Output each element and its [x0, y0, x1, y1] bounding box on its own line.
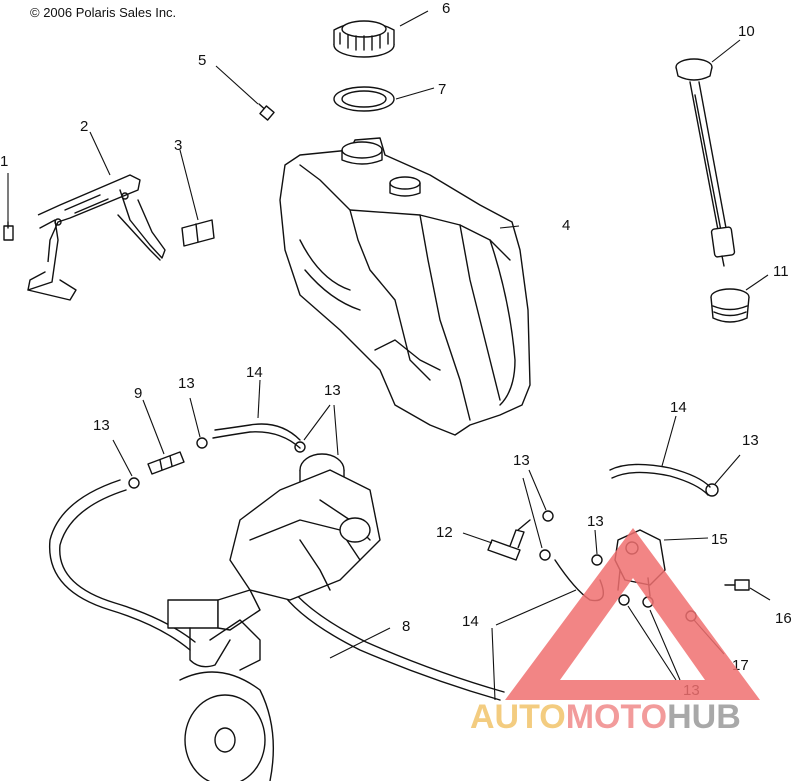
- callout-8: 8: [402, 618, 410, 635]
- callout-13-e: 13: [587, 513, 604, 530]
- copyright-text: © 2006 Polaris Sales Inc.: [30, 5, 176, 20]
- callout-13-d: 13: [513, 452, 530, 469]
- callout-12: 12: [436, 524, 453, 541]
- callout-4: 4: [562, 217, 570, 234]
- watermark-auto: AUTO: [470, 698, 566, 736]
- t-fitting: [487, 519, 531, 561]
- carburetor: [167, 453, 381, 671]
- callout-1: 1: [0, 153, 8, 170]
- cap-gasket: [333, 86, 395, 112]
- callout-13-a: 13: [178, 375, 195, 392]
- callout-10: 10: [738, 23, 755, 40]
- fuel-tank: [279, 137, 531, 436]
- fuel-filter: [147, 451, 185, 475]
- callout-7: 7: [438, 81, 446, 98]
- svg-text:AUTOMOTOHUB: AUTOMOTOHUB: [470, 698, 741, 736]
- watermark: AUTOMOTOHUB: [470, 528, 760, 736]
- watermark-triangle: [505, 528, 760, 700]
- leader-lines: [7, 10, 771, 701]
- rubber-pad: [181, 219, 215, 247]
- fuel-cap: [333, 20, 395, 58]
- grommet: [710, 288, 750, 323]
- callout-9: 9: [134, 385, 142, 402]
- callout-13-c: 13: [324, 382, 341, 399]
- valve-bolt: [724, 579, 750, 591]
- bolt: [3, 221, 14, 241]
- callout-14-a: 14: [246, 364, 263, 381]
- screw: [258, 103, 275, 121]
- callout-labels: 1 2 3 4 5 6 7 8 9 10 11 12 13 13 13 13 1…: [0, 0, 792, 699]
- callout-5: 5: [198, 52, 206, 69]
- callout-3: 3: [174, 137, 182, 154]
- watermark-moto: MOTO: [566, 698, 667, 736]
- callout-14-b: 14: [670, 399, 687, 416]
- mounting-bracket: [27, 174, 166, 301]
- fuel-gauge-sender: [675, 58, 736, 267]
- air-box-part: [179, 671, 274, 781]
- callout-15: 15: [711, 531, 728, 548]
- callout-6: 6: [442, 0, 450, 17]
- callout-13-f: 13: [742, 432, 759, 449]
- watermark-hub: HUB: [667, 698, 741, 736]
- callout-11: 11: [773, 263, 789, 280]
- callout-14-c: 14: [462, 613, 479, 630]
- callout-2: 2: [80, 118, 88, 135]
- hose-clamps: [128, 437, 719, 608]
- callout-13-b: 13: [93, 417, 110, 434]
- callout-16: 16: [775, 610, 792, 627]
